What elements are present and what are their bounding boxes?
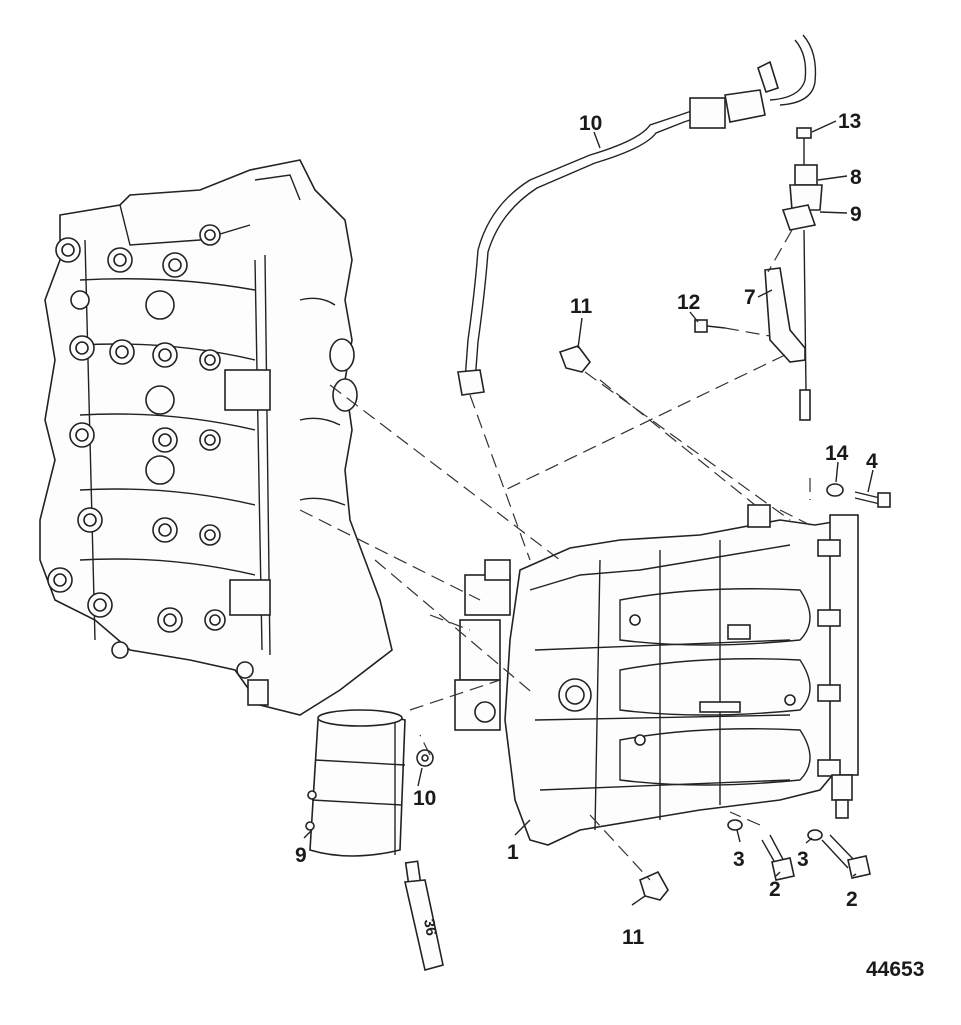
intake-manifold xyxy=(454,504,859,846)
vent-hose xyxy=(457,34,817,396)
pressure-sensor xyxy=(781,127,823,421)
bolt-4 xyxy=(854,491,891,508)
callout-12: 12 xyxy=(677,291,700,314)
engine-block xyxy=(39,159,393,716)
callout-10: 10 xyxy=(413,787,436,810)
callout-5: 7 xyxy=(744,286,756,309)
callout-labels: 10 13 8 9 7 12 11 14 4 10 9 1 3 3 2 2 11 xyxy=(295,110,878,949)
screw-12 xyxy=(694,319,726,333)
callout-11-lower: 11 xyxy=(622,926,645,949)
clip-lower xyxy=(639,870,669,901)
clip-upper xyxy=(558,345,592,373)
tube-marking: 36 xyxy=(420,918,440,937)
sensor-bracket xyxy=(764,267,806,363)
callout-2a: 2 xyxy=(769,878,781,901)
callout-11-upper: 11 xyxy=(570,295,593,318)
figure-number: 44653 xyxy=(866,958,925,981)
callout-9: 9 xyxy=(295,844,307,867)
callout-14: 14 xyxy=(825,442,849,465)
callout-4: 4 xyxy=(866,450,878,473)
assembly-lines xyxy=(299,229,811,881)
callout-3a: 3 xyxy=(733,848,745,871)
sealant-tube: 36 xyxy=(404,860,444,971)
washer-3a xyxy=(727,819,743,831)
washer-14 xyxy=(826,483,844,497)
callout-6: 8 xyxy=(850,166,862,189)
callout-3b: 3 xyxy=(797,848,809,871)
callout-7: 9 xyxy=(850,203,862,226)
callout-1: 1 xyxy=(507,841,519,864)
sensor-cover xyxy=(305,709,434,857)
leader-lines xyxy=(303,120,874,906)
callout-2b: 2 xyxy=(846,888,858,911)
callout-13: 13 xyxy=(838,110,861,133)
washer-3b xyxy=(807,829,823,841)
callout-8: 10 xyxy=(579,112,602,135)
bolt-2b xyxy=(821,834,871,879)
